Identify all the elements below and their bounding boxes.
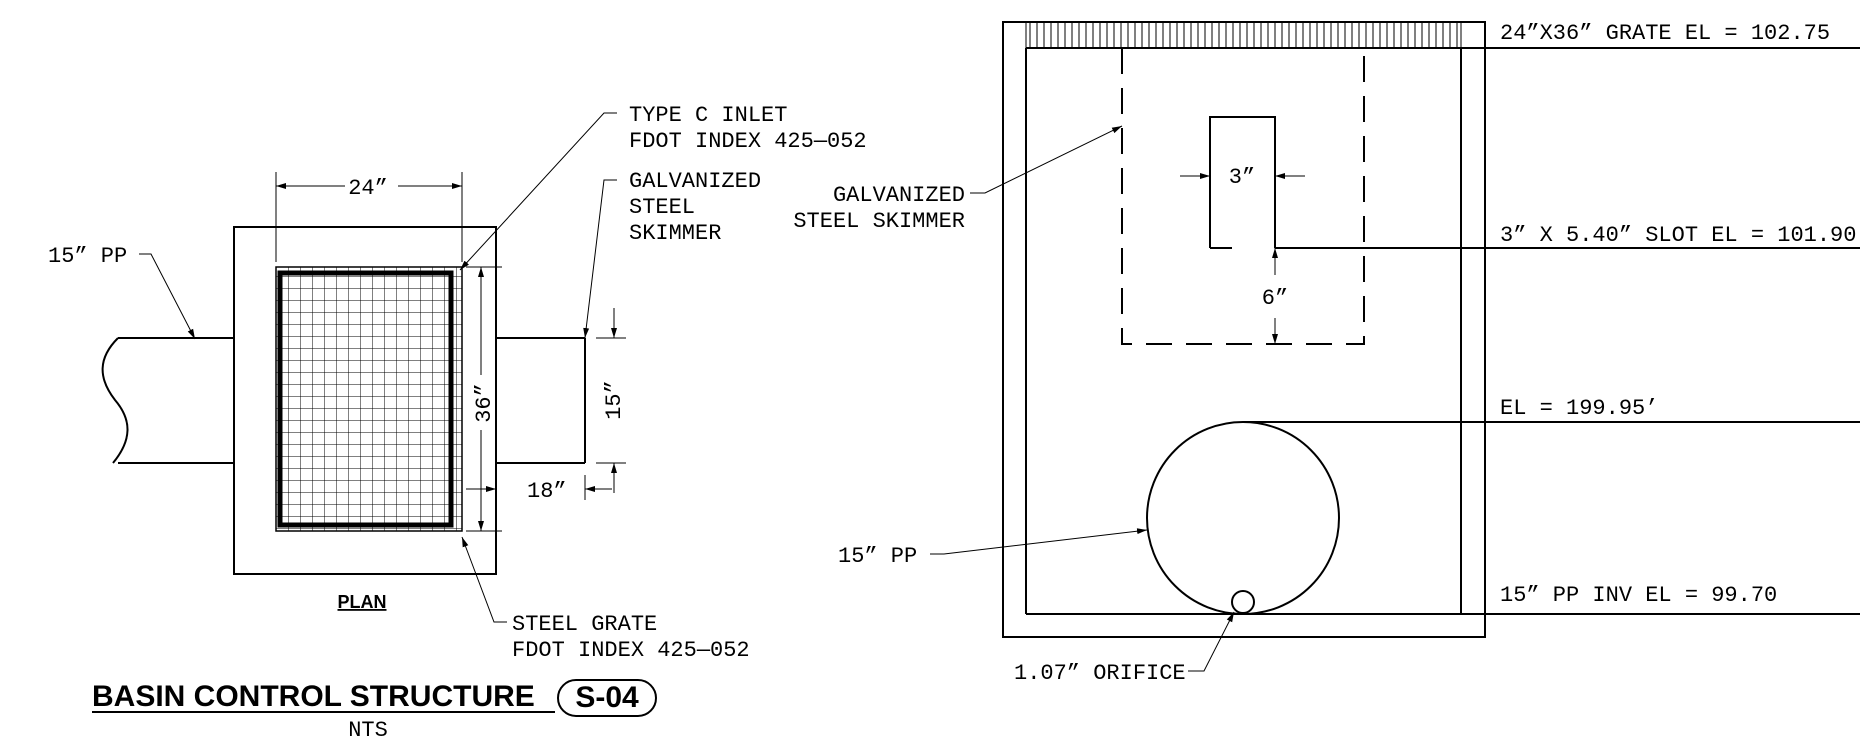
- grate-label-line2: FDOT INDEX 425—052: [512, 638, 750, 663]
- orifice-label: 1.07” ORIFICE: [1014, 661, 1186, 686]
- section-leaders: [930, 125, 1235, 672]
- grate-bars: [1025, 21, 1462, 49]
- section-skimmer-label-line1: GALVANIZED: [833, 183, 965, 208]
- grate-label-line1: STEEL GRATE: [512, 612, 657, 637]
- left-pipe-label: 15” PP: [48, 244, 127, 269]
- dim-slot-width: 3”: [1180, 165, 1305, 190]
- slot: [1209, 116, 1276, 249]
- title-tag-oval: [557, 679, 657, 717]
- orifice-circle: [1231, 590, 1255, 614]
- right-pipe: [496, 337, 586, 464]
- scale-label: NTS: [348, 718, 388, 738]
- plan-view: 24” 36” 15” 18”: [48, 103, 867, 663]
- inlet-box: [233, 226, 497, 575]
- title-block: BASIN CONTROL STRUCTURE S-04 NTS: [92, 679, 657, 738]
- dim-slot-depth: 6”: [1262, 248, 1288, 344]
- skimmer-outline: [1121, 48, 1365, 345]
- dim-height: 36”: [466, 266, 502, 532]
- section-view: 3” 6” 24”X36” GRATE EL = 102.75 GALVANIZ…: [793, 21, 1860, 686]
- section-skimmer-label-line2: STEEL SKIMMER: [793, 209, 965, 234]
- invert-elevation: 15” PP INV EL = 99.70: [1500, 583, 1777, 608]
- skimmer-label-line1: GALVANIZED: [629, 169, 761, 194]
- dim-pipe-text: 15”: [602, 380, 627, 420]
- plan-leaders: [139, 112, 617, 623]
- skimmer-label-line3: SKIMMER: [629, 221, 721, 246]
- pipe-top-elevation: EL = 199.95’: [1500, 396, 1658, 421]
- grate-elevation: 24”X36” GRATE EL = 102.75: [1500, 21, 1830, 46]
- section-pipe-label: 15” PP: [838, 544, 917, 569]
- dim-slot-depth-text: 6”: [1262, 286, 1288, 311]
- dim-pipe: 15”: [596, 308, 627, 493]
- inlet-label-line1: TYPE C INLET: [629, 103, 787, 128]
- structure-outer-wall: [1002, 21, 1486, 638]
- slot-elevation: 3” X 5.40” SLOT EL = 101.90: [1500, 223, 1856, 248]
- elevation-lines: [1243, 47, 1860, 615]
- dim-slot-width-text: 3”: [1229, 165, 1255, 190]
- title-tag: S-04: [575, 681, 639, 714]
- plan-caption: PLAN: [338, 592, 387, 612]
- steel-grate: [275, 266, 463, 532]
- left-pipe: [101, 337, 234, 464]
- inlet-label-line2: FDOT INDEX 425—052: [629, 129, 867, 154]
- dim-width: 24”: [275, 172, 463, 262]
- dim-offset-text: 18”: [527, 479, 567, 504]
- skimmer-label-line2: STEEL: [629, 195, 695, 220]
- dim-width-text: 24”: [348, 176, 388, 201]
- drawing-title: BASIN CONTROL STRUCTURE: [92, 680, 535, 713]
- dim-offset: 18”: [466, 475, 612, 504]
- dim-height-text: 36”: [472, 383, 497, 423]
- pipe-circle: [1146, 421, 1340, 615]
